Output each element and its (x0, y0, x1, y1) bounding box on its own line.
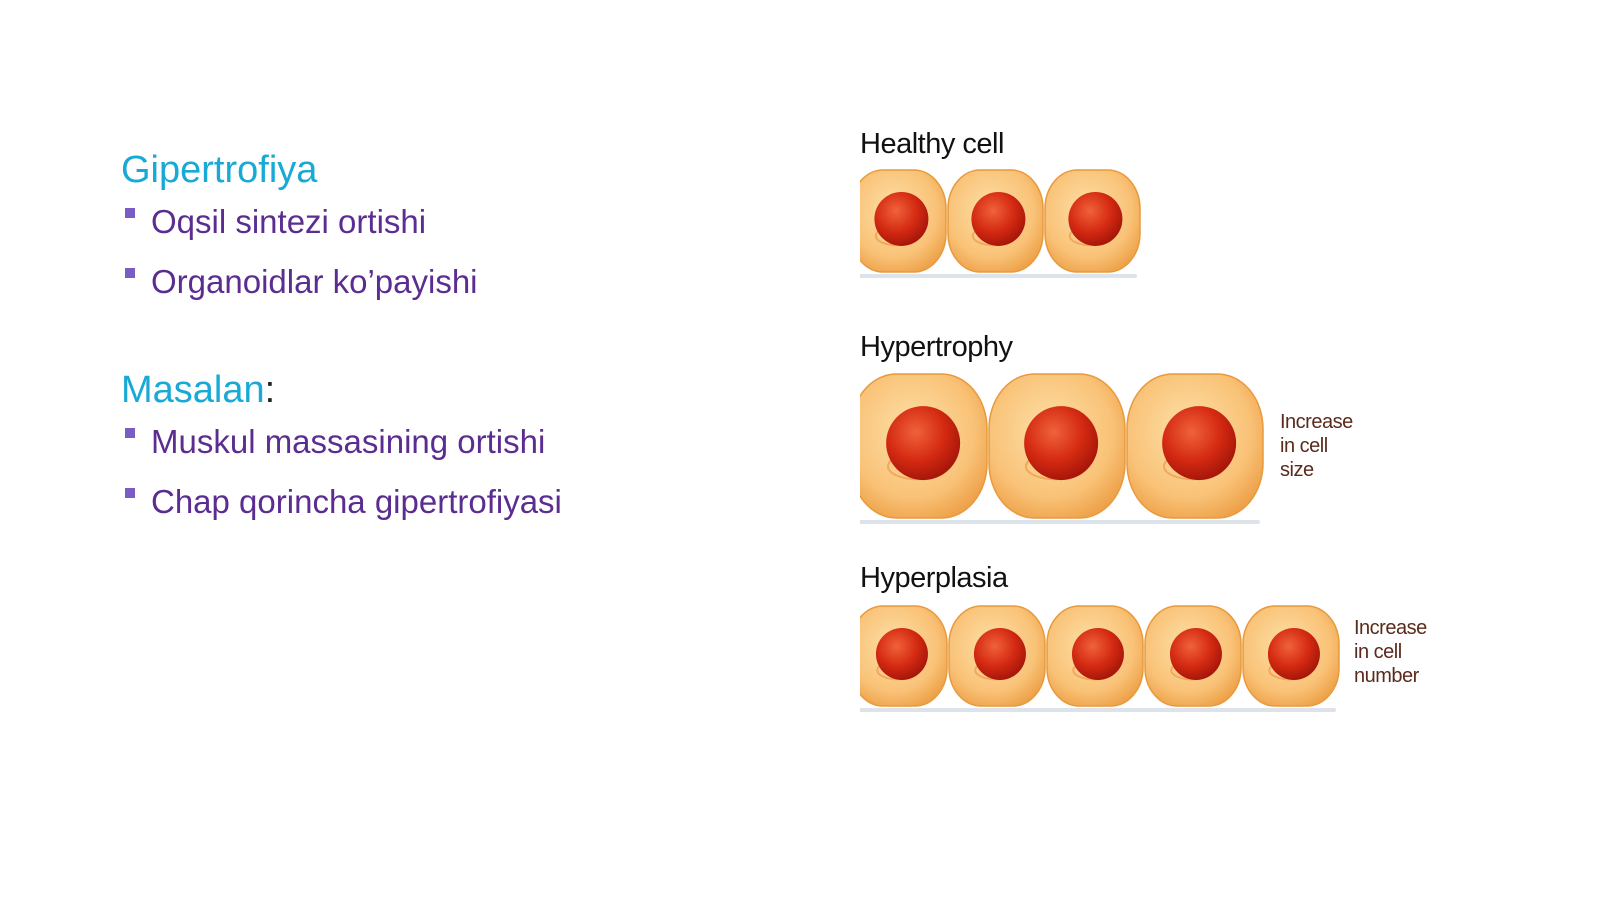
nucleus (1169, 628, 1222, 680)
row-title-healthy: Healthy cell (860, 128, 1004, 160)
section-heading: Masalan: (121, 369, 276, 411)
cells-drawing (860, 169, 1340, 712)
cell-row-healthy (860, 169, 1141, 278)
nucleus (1024, 406, 1099, 481)
basement-membrane (860, 274, 1137, 278)
annotation-size: Increase in cell size (1280, 411, 1353, 481)
nucleus (875, 628, 928, 680)
bullet-item: Chap qorincha gipertrofiyasi (121, 482, 821, 522)
bullet-list: Oqsil sintezi ortishi Organoidlar ko’pay… (121, 202, 821, 302)
bullet-item: Oqsil sintezi ortishi (121, 202, 821, 242)
nucleus (1267, 628, 1320, 680)
cell-row-hypertrophy (860, 373, 1264, 524)
basement-membrane (860, 708, 1336, 712)
nucleus (1071, 628, 1124, 680)
bullet-square-icon (125, 428, 135, 438)
bullet-square-icon (125, 488, 135, 498)
basement-membrane (860, 520, 1260, 524)
cell-row-hyperplasia (860, 605, 1340, 712)
nucleus (973, 628, 1026, 680)
section-heading: Gipertrofiya (121, 149, 318, 191)
nucleus (886, 406, 961, 481)
nucleus (874, 191, 929, 246)
row-title-hypertrophy: Hypertrophy (860, 331, 1013, 363)
cell-illustration: Healthy cell Hypertrophy Hyperplasia Inc… (860, 126, 1500, 736)
nucleus (971, 191, 1026, 246)
row-title-hyperplasia: Hyperplasia (860, 562, 1008, 594)
bullet-item: Organoidlar ko’payishi (121, 262, 821, 302)
bullet-list: Muskul massasining ortishi Chap qorincha… (121, 422, 821, 522)
annotation-number: Increase in cell number (1354, 617, 1427, 687)
bullet-square-icon (125, 268, 135, 278)
nucleus (1068, 191, 1123, 246)
section-gipertrofiya: Gipertrofiya Oqsil sintezi ortishi Organ… (121, 146, 821, 302)
bullet-square-icon (125, 208, 135, 218)
nucleus (1162, 406, 1237, 481)
section-masalan: Masalan: Muskul massasining ortishi Chap… (121, 366, 821, 522)
bullet-item: Muskul massasining ortishi (121, 422, 821, 462)
text-column: Gipertrofiya Oqsil sintezi ortishi Organ… (121, 146, 821, 542)
